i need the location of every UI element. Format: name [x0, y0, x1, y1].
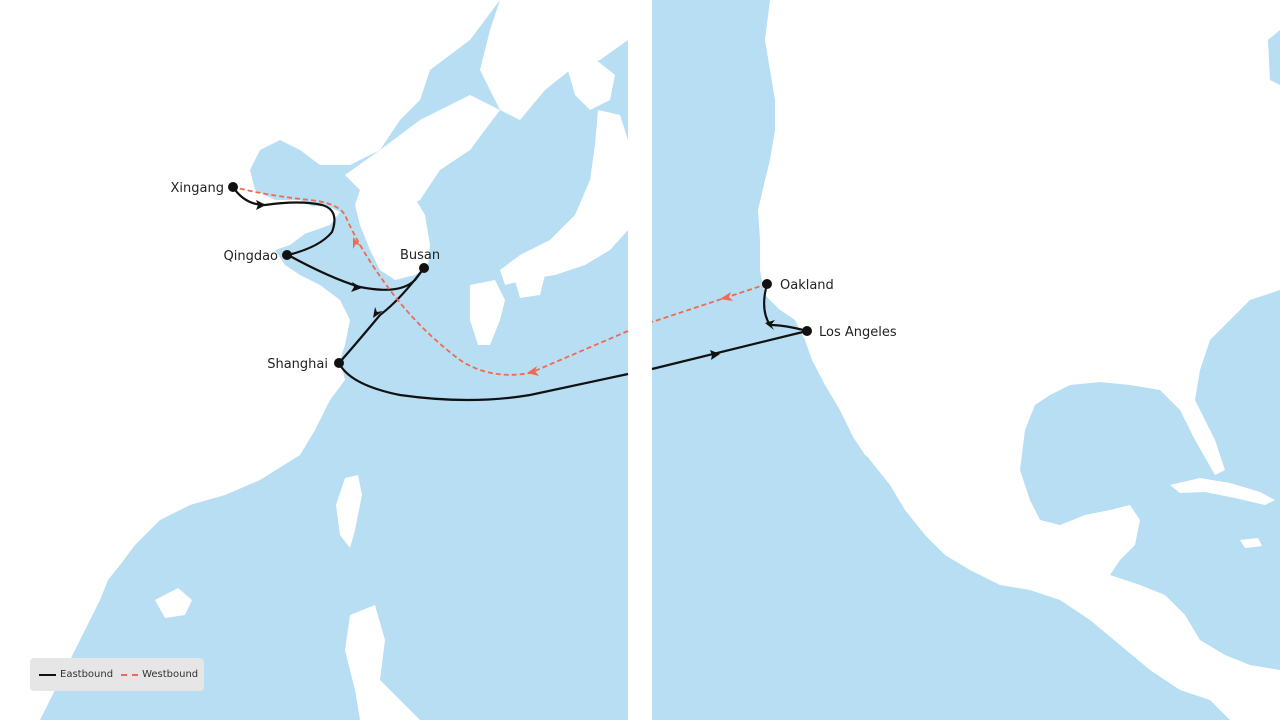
china-land [0, 0, 500, 720]
eastbound-route-busan-shanghai [338, 267, 425, 364]
southeast-asia-land [0, 700, 22, 720]
port-los-angeles[interactable]: Los Angeles [802, 325, 897, 340]
port-marker[interactable] [762, 279, 772, 289]
philippines-land [345, 605, 420, 720]
port-marker[interactable] [282, 250, 292, 260]
legend: Eastbound Westbound [30, 658, 204, 691]
port-label: Shanghai [267, 357, 328, 372]
shikoku-land [515, 275, 545, 298]
eastbound-route-xingang-qingdao [232, 186, 336, 257]
legend-item-eastbound: Eastbound [39, 669, 113, 680]
kyushu-land [470, 280, 505, 345]
solid-line-icon [39, 673, 56, 676]
port-label: Los Angeles [819, 325, 897, 340]
westbound-arrow-icon [720, 292, 733, 301]
port-oakland[interactable]: Oakland [762, 278, 834, 293]
panel-divider [628, 0, 652, 720]
port-xingang[interactable]: Xingang [171, 181, 238, 196]
routes [232, 186, 808, 402]
north-america-land [758, 0, 1280, 720]
russia-land [480, 0, 628, 120]
eastbound-arrow-icon [765, 320, 775, 330]
eastbound-arrow-icon [256, 200, 266, 210]
korea-north-land [345, 95, 500, 210]
asia-panel [0, 0, 628, 720]
port-label: Busan [400, 248, 440, 263]
baja-land [830, 360, 880, 465]
eastbound-arrow-icon [710, 350, 720, 360]
cuba-land [1170, 478, 1275, 505]
westbound-arrow-icon [527, 366, 539, 376]
legend-label-westbound: Westbound [142, 669, 199, 680]
westbound-route-oakland-xingang [232, 186, 768, 376]
jamaica-land [1240, 538, 1262, 548]
eastbound-route-shanghai-losangeles [338, 329, 808, 402]
port-marker[interactable] [802, 326, 812, 336]
port-label: Qingdao [223, 249, 278, 264]
taiwan-land [336, 475, 362, 548]
hokkaido-land [565, 55, 615, 110]
port-marker[interactable] [334, 358, 344, 368]
port-label: Oakland [780, 278, 834, 293]
westbound-arrow-icon [353, 237, 361, 249]
port-label: Xingang [171, 181, 224, 196]
port-qingdao[interactable]: Qingdao [223, 249, 292, 264]
legend-item-westbound: Westbound [121, 669, 198, 680]
shandong-land [280, 205, 340, 238]
honshu-land [500, 110, 628, 285]
eastbound-arrow-icon [351, 282, 362, 292]
korea-land [355, 180, 430, 280]
port-marker[interactable] [419, 263, 429, 273]
legend-label-eastbound: Eastbound [60, 669, 114, 680]
dashed-line-icon [121, 673, 139, 676]
americas-panel [652, 0, 1280, 720]
port-busan[interactable]: Busan [400, 248, 440, 273]
hainan-land [155, 588, 192, 618]
port-marker[interactable] [228, 182, 238, 192]
port-shanghai[interactable]: Shanghai [267, 357, 344, 372]
ports: Xingang Qingdao Busan Shanghai Oakland L… [171, 181, 897, 372]
eastbound-arrow-icon [373, 307, 383, 318]
